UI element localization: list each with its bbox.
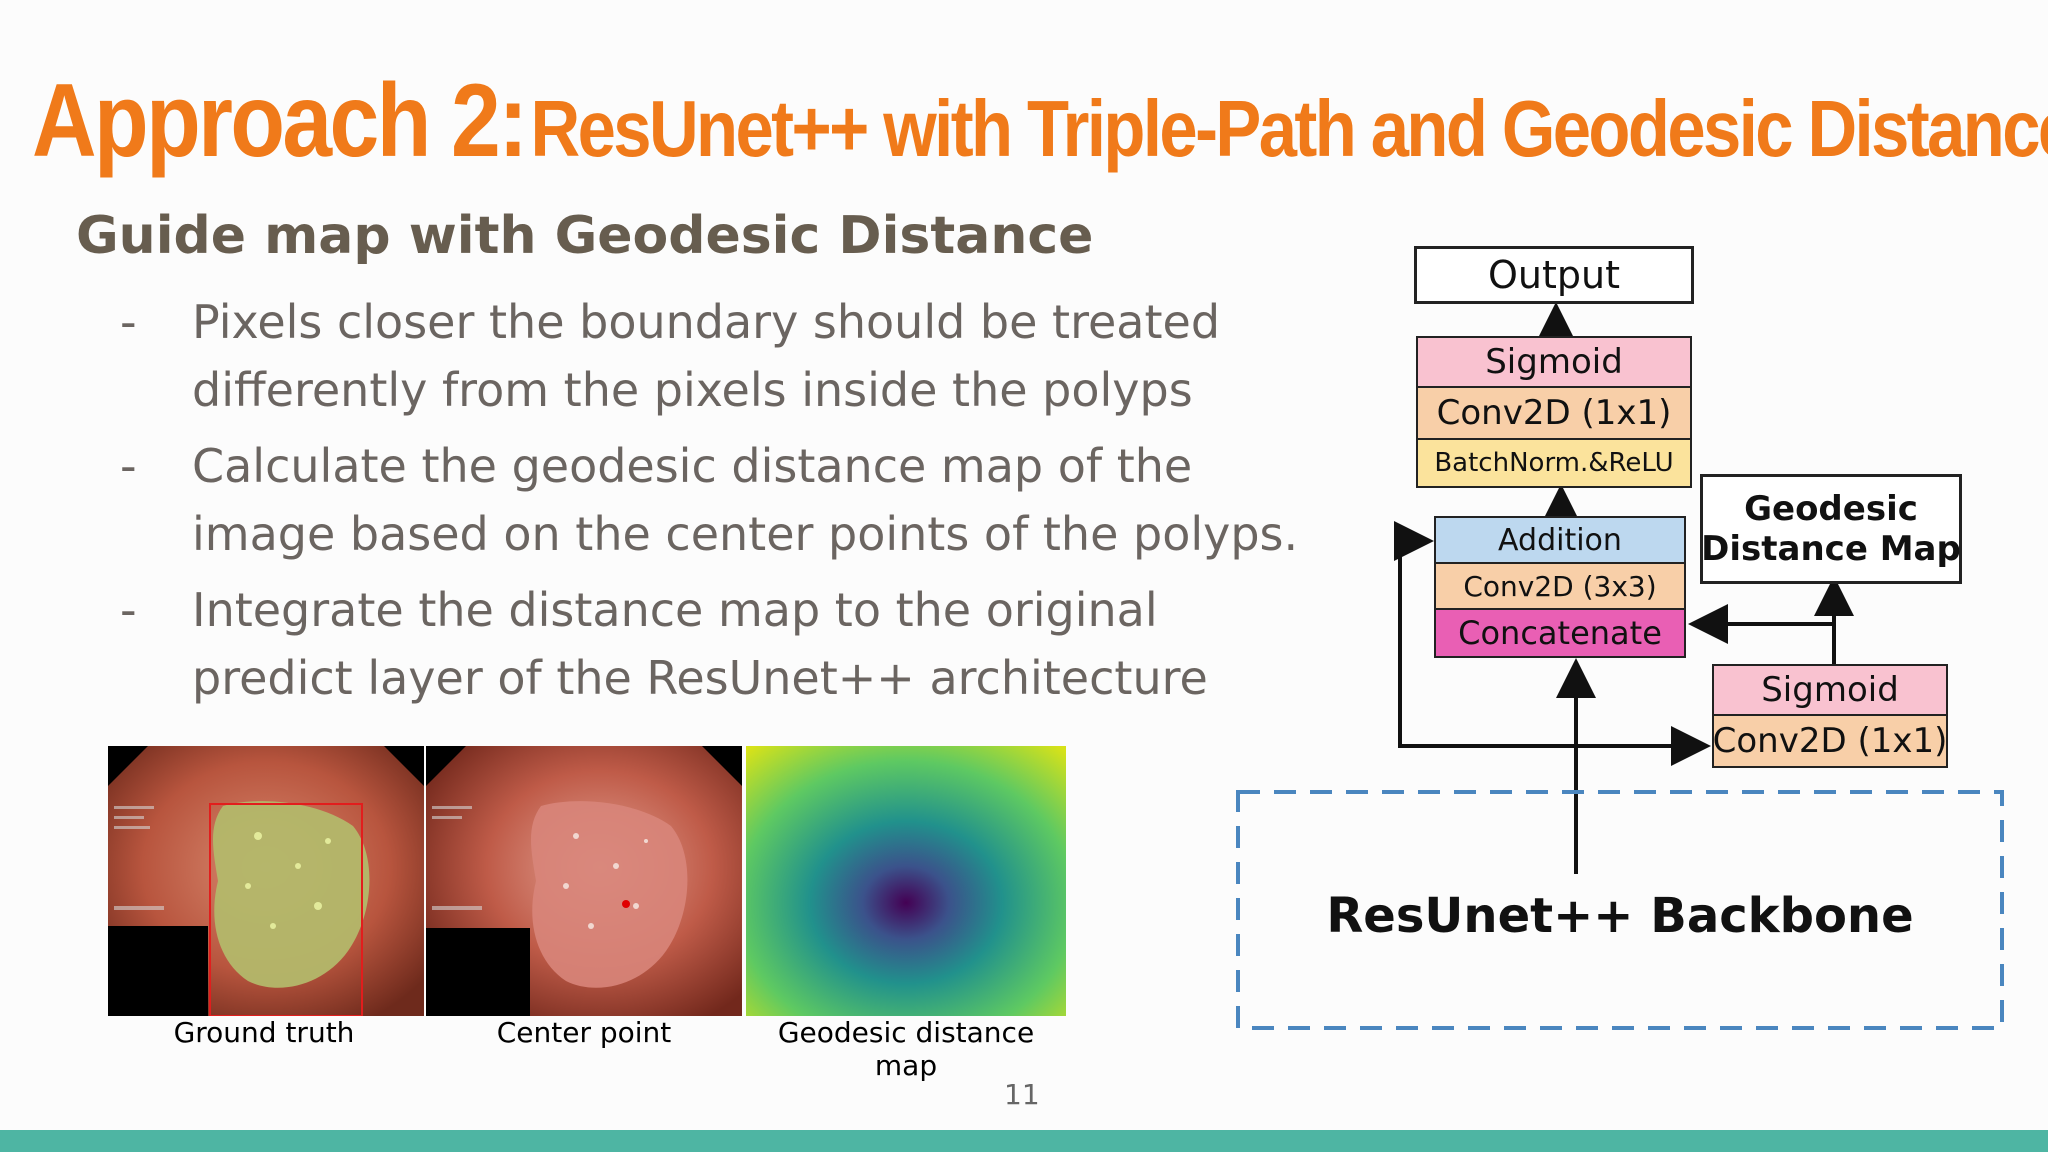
bullet-text: Calculate the geodesic distance map of t… — [192, 432, 1298, 568]
concatenate-block: Concatenate — [1434, 608, 1686, 658]
backbone-dashed-box — [1236, 790, 2004, 1030]
bullet-line: Integrate the distance map to the origin… — [192, 583, 1158, 637]
bullet-line: predict layer of the ResUnet++ architect… — [192, 651, 1208, 705]
caption-ground-truth: Ground truth — [173, 1016, 355, 1049]
bullet-line: differently from the pixels inside the p… — [192, 363, 1193, 417]
bullet-dash: - — [120, 439, 137, 493]
geodesic-distance-heatmap — [746, 746, 1066, 1016]
bullet-line: Calculate the geodesic distance map of t… — [192, 439, 1193, 493]
caption-center-point: Center point — [496, 1016, 672, 1049]
bullet-dash: - — [120, 583, 137, 637]
bullet-line: Pixels closer the boundary should be tre… — [192, 295, 1221, 349]
bullet-dash: - — [120, 295, 137, 349]
title-rest: ResUnet++ with Triple-Path and Geodesic … — [530, 84, 2048, 173]
bullet-list: - Pixels closer the boundary should be t… — [120, 288, 1300, 720]
bullet-text: Pixels closer the boundary should be tre… — [192, 288, 1220, 424]
bullet-item: - Calculate the geodesic distance map of… — [120, 432, 1300, 568]
conv1x1-block-top: Conv2D (1x1) — [1416, 386, 1692, 440]
caption-geodesic-map: Geodesic distance map — [777, 1016, 1035, 1082]
conv1x1-block-right: Conv2D (1x1) — [1712, 714, 1948, 768]
geodesic-label-line2: Distance Map — [1701, 529, 1961, 569]
section-subtitle: Guide map with Geodesic Distance — [76, 206, 1094, 266]
bullet-item: - Integrate the distance map to the orig… — [120, 576, 1300, 712]
addition-block: Addition — [1434, 516, 1686, 564]
title-main: Approach 2: — [32, 63, 528, 179]
bullet-item: - Pixels closer the boundary should be t… — [120, 288, 1300, 424]
slide-title: Approach 2: ResUnet++ with Triple-Path a… — [32, 62, 2048, 181]
bullet-line: image based on the center points of the … — [192, 507, 1299, 561]
footer-bar — [0, 1130, 2048, 1152]
sigmoid-block-right: Sigmoid — [1712, 664, 1948, 716]
bullet-text: Integrate the distance map to the origin… — [192, 576, 1208, 712]
ground-truth-image — [108, 746, 424, 1016]
output-block: Output — [1414, 246, 1694, 304]
backbone-label: ResUnet++ Backbone — [1326, 888, 1914, 944]
page-number: 11 — [1004, 1078, 1040, 1111]
sigmoid-block-top: Sigmoid — [1416, 336, 1692, 388]
geodesic-label-line1: Geodesic — [1744, 489, 1918, 529]
conv3x3-block: Conv2D (3x3) — [1434, 562, 1686, 610]
batchnorm-relu-block: BatchNorm.&ReLU — [1416, 438, 1692, 488]
center-point-image — [426, 746, 742, 1016]
geodesic-distance-map-block: Geodesic Distance Map — [1700, 474, 1962, 584]
